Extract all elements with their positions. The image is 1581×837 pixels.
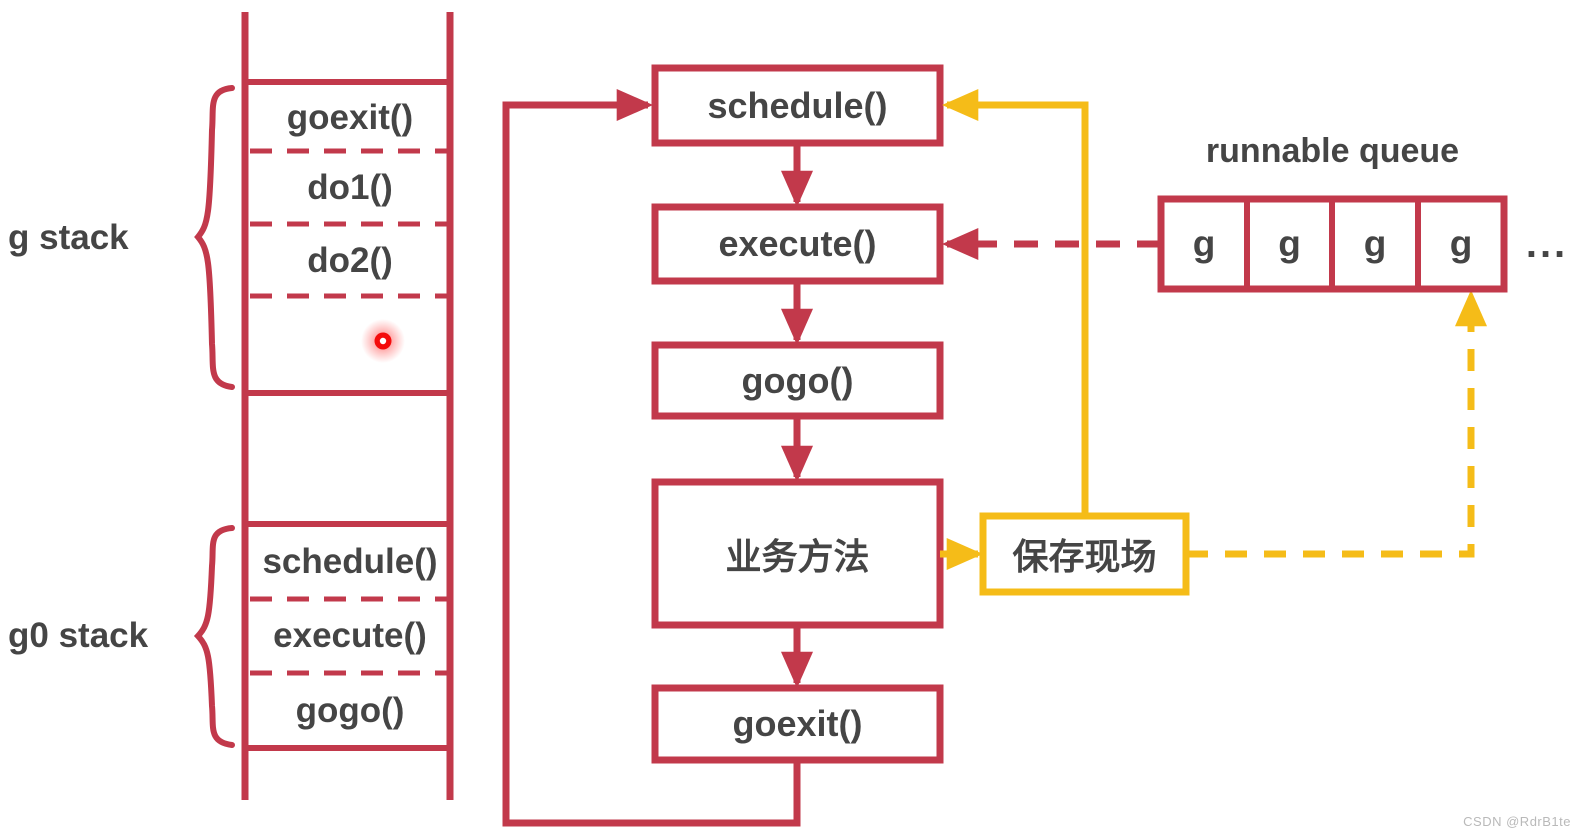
node-box-goexit[interactable]	[651, 684, 944, 764]
flow-edges-gold	[940, 88, 1488, 571]
flow-edges-crimson	[502, 88, 1161, 827]
g-stack-brace	[194, 85, 235, 390]
node-box-business-method[interactable]	[651, 478, 944, 629]
edge-goexit-to-schedule-loop	[502, 88, 801, 827]
edge-save-context-to-schedule	[941, 88, 1089, 516]
node-box-gogo[interactable]	[651, 341, 944, 420]
csdn-watermark: CSDN @RdrB1te	[1463, 814, 1571, 829]
current-position-dot-core	[379, 337, 387, 345]
runnable-queue-boxes	[1157, 195, 1508, 293]
node-box-schedule[interactable]	[651, 64, 944, 147]
stack-column	[193, 12, 454, 800]
flow-node-boxes	[651, 64, 1190, 764]
node-box-execute[interactable]	[651, 203, 944, 285]
g0-stack-brace	[193, 525, 235, 748]
edge-save-context-to-queue	[1186, 289, 1488, 558]
node-box-save-context[interactable]	[979, 512, 1190, 596]
